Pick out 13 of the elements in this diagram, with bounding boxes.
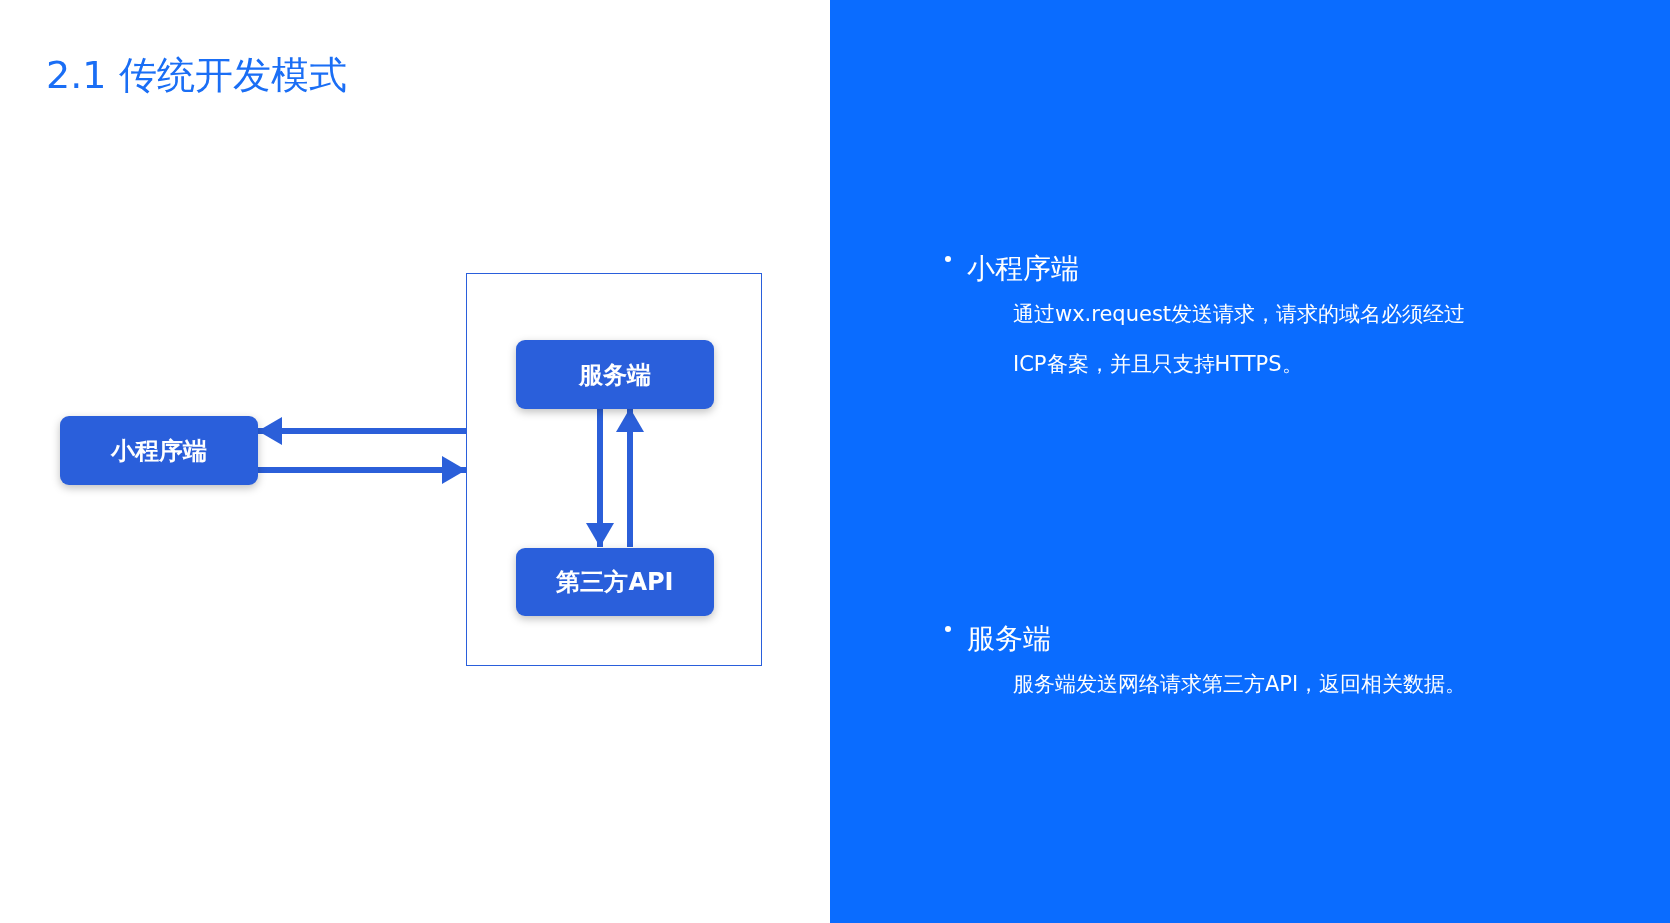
arrow — [258, 456, 466, 484]
process-box: 小程序端 — [60, 416, 258, 485]
bullet-text: 服务端发送网络请求第三方API，返回相关数据。 — [1013, 671, 1468, 698]
arrow — [586, 408, 614, 547]
bullet-heading: 小程序端 — [967, 251, 1079, 287]
bullet-heading: 服务端 — [967, 621, 1051, 657]
arrow — [616, 408, 644, 547]
container-frame — [466, 273, 762, 666]
process-box: 第三方API — [516, 548, 714, 616]
slide-title: 2.1 传统开发模式 — [46, 52, 347, 99]
bullet-text: 通过wx.request发送请求，请求的域名必须经过ICP备案，并且只支持HTTPS。 — [1013, 301, 1467, 378]
arrow — [258, 417, 466, 445]
process-box: 服务端 — [516, 340, 714, 409]
